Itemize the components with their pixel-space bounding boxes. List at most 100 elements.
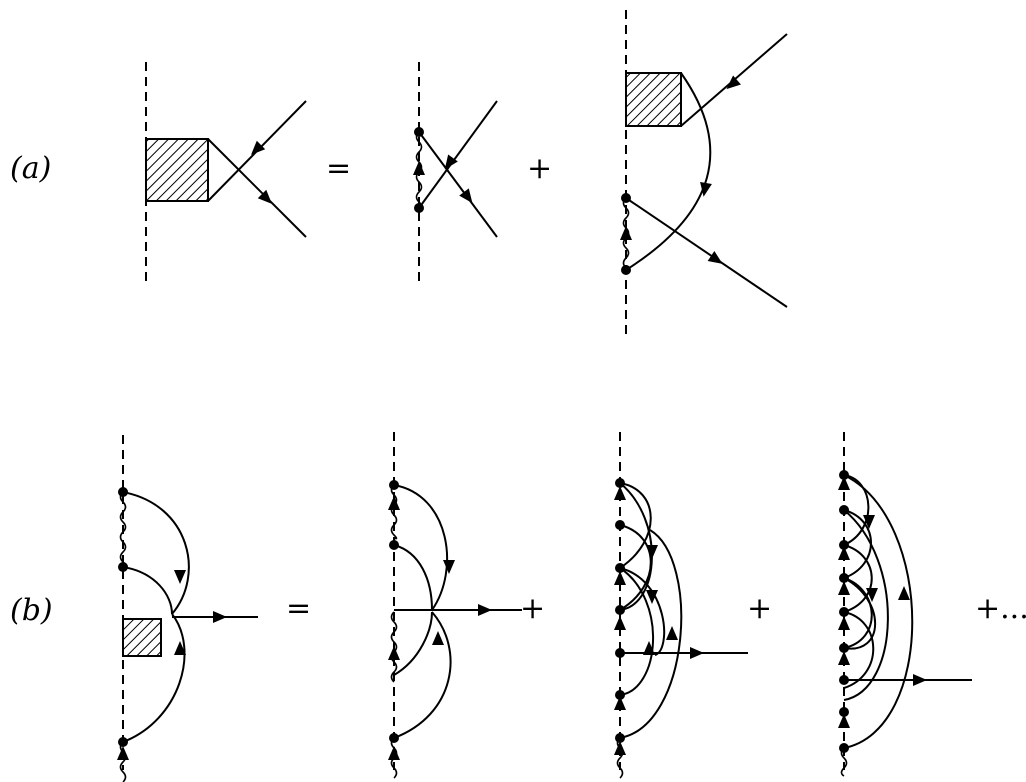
arrowhead xyxy=(863,515,875,529)
arrowhead xyxy=(707,251,723,264)
arrowhead xyxy=(700,181,712,197)
arrowhead xyxy=(413,161,425,175)
panel-a-term-lhs xyxy=(145,62,307,285)
arrowhead xyxy=(614,571,626,585)
panel-a-term-ladder xyxy=(620,10,788,340)
equals-sign: = xyxy=(286,591,311,626)
curved-line xyxy=(393,611,452,739)
curved-line xyxy=(393,544,433,611)
arrowhead xyxy=(866,588,878,602)
vertex-dot xyxy=(389,480,399,490)
arrowhead xyxy=(257,189,272,204)
panel-a-label: (a) xyxy=(10,151,51,186)
outgoing-line xyxy=(625,197,788,308)
arrowhead xyxy=(838,616,850,630)
vertex-dot xyxy=(414,127,424,137)
vertex-dot xyxy=(839,470,849,480)
outgoing-line xyxy=(418,131,498,238)
arrowhead xyxy=(432,631,444,645)
arrowhead xyxy=(174,570,186,584)
curved-line xyxy=(122,566,173,615)
curved-line xyxy=(393,484,449,611)
vertex-dot xyxy=(839,607,849,617)
panel-b-term-third xyxy=(838,432,972,777)
curved-line xyxy=(843,611,875,689)
arrowhead xyxy=(643,641,655,655)
arrowhead xyxy=(838,651,850,665)
arrowhead xyxy=(614,486,626,500)
curved-line xyxy=(843,544,873,613)
wavy-line xyxy=(390,484,398,540)
vertex-dot xyxy=(839,643,849,653)
arrowhead xyxy=(838,714,850,728)
panel-b-term-lhs xyxy=(117,435,258,782)
arrowhead xyxy=(646,590,658,604)
vertex-dot xyxy=(615,478,625,488)
arrowhead xyxy=(614,741,626,755)
curved-line xyxy=(619,567,666,656)
outgoing-line xyxy=(207,138,307,238)
vertex-dot xyxy=(839,540,849,550)
vertex-dot xyxy=(839,573,849,583)
equals-sign: = xyxy=(326,151,351,186)
curved-line xyxy=(393,611,433,676)
vertex-dot xyxy=(389,540,399,550)
wavy-line xyxy=(390,611,398,683)
vertex-dot xyxy=(839,707,849,717)
curved-line xyxy=(843,474,870,546)
curved-line xyxy=(122,491,190,615)
curved-line xyxy=(619,567,654,696)
arrowhead xyxy=(838,476,850,490)
arrowhead xyxy=(443,560,455,574)
arrowhead xyxy=(478,604,492,616)
hatched-vertex-box xyxy=(625,72,682,127)
vertex-dot xyxy=(414,203,424,213)
arrowhead xyxy=(117,746,129,760)
arrowhead xyxy=(913,674,927,686)
arrowhead xyxy=(838,546,850,560)
curved-line xyxy=(843,474,914,749)
curved-line xyxy=(619,529,683,739)
panel-b-label: (b) xyxy=(10,593,53,628)
vertex-dot xyxy=(118,562,128,572)
panel-a-term-bare xyxy=(413,62,498,285)
arrowhead xyxy=(726,75,741,90)
arrowhead xyxy=(620,226,632,240)
plus-sign: + xyxy=(527,151,552,186)
vertex-dot xyxy=(615,605,625,615)
arrowhead xyxy=(614,696,626,710)
panel-b-term-first xyxy=(388,432,522,779)
curved-line xyxy=(122,613,186,743)
hatched-vertex-box xyxy=(122,618,162,657)
arrowhead xyxy=(614,616,626,630)
curved-line xyxy=(843,509,889,701)
wavy-line xyxy=(840,747,848,777)
vertex-dot xyxy=(118,487,128,497)
plus-ellipsis: +... xyxy=(975,591,1026,626)
vertex-dot xyxy=(615,690,625,700)
incoming-line xyxy=(418,100,498,209)
wavy-line xyxy=(616,737,624,779)
hatched-vertex-box xyxy=(145,138,209,202)
plus-sign: + xyxy=(747,591,772,626)
arrowhead xyxy=(459,188,473,204)
arrowhead xyxy=(213,611,227,623)
arrowhead xyxy=(666,626,678,640)
curved-line xyxy=(619,482,652,569)
vertex-dot xyxy=(621,193,631,203)
arrowhead xyxy=(251,140,266,155)
wavy-line xyxy=(119,741,127,782)
curved-line xyxy=(625,72,712,271)
vertex-dot xyxy=(118,737,128,747)
curved-line xyxy=(843,577,873,649)
arrowhead xyxy=(646,545,658,559)
arrowhead xyxy=(388,646,400,660)
arrowhead xyxy=(898,586,910,600)
vertex-dot xyxy=(615,520,625,530)
vertex-dot xyxy=(839,675,849,685)
vertex-dot xyxy=(839,505,849,515)
arrowhead xyxy=(388,496,400,510)
arrowhead xyxy=(690,647,704,659)
